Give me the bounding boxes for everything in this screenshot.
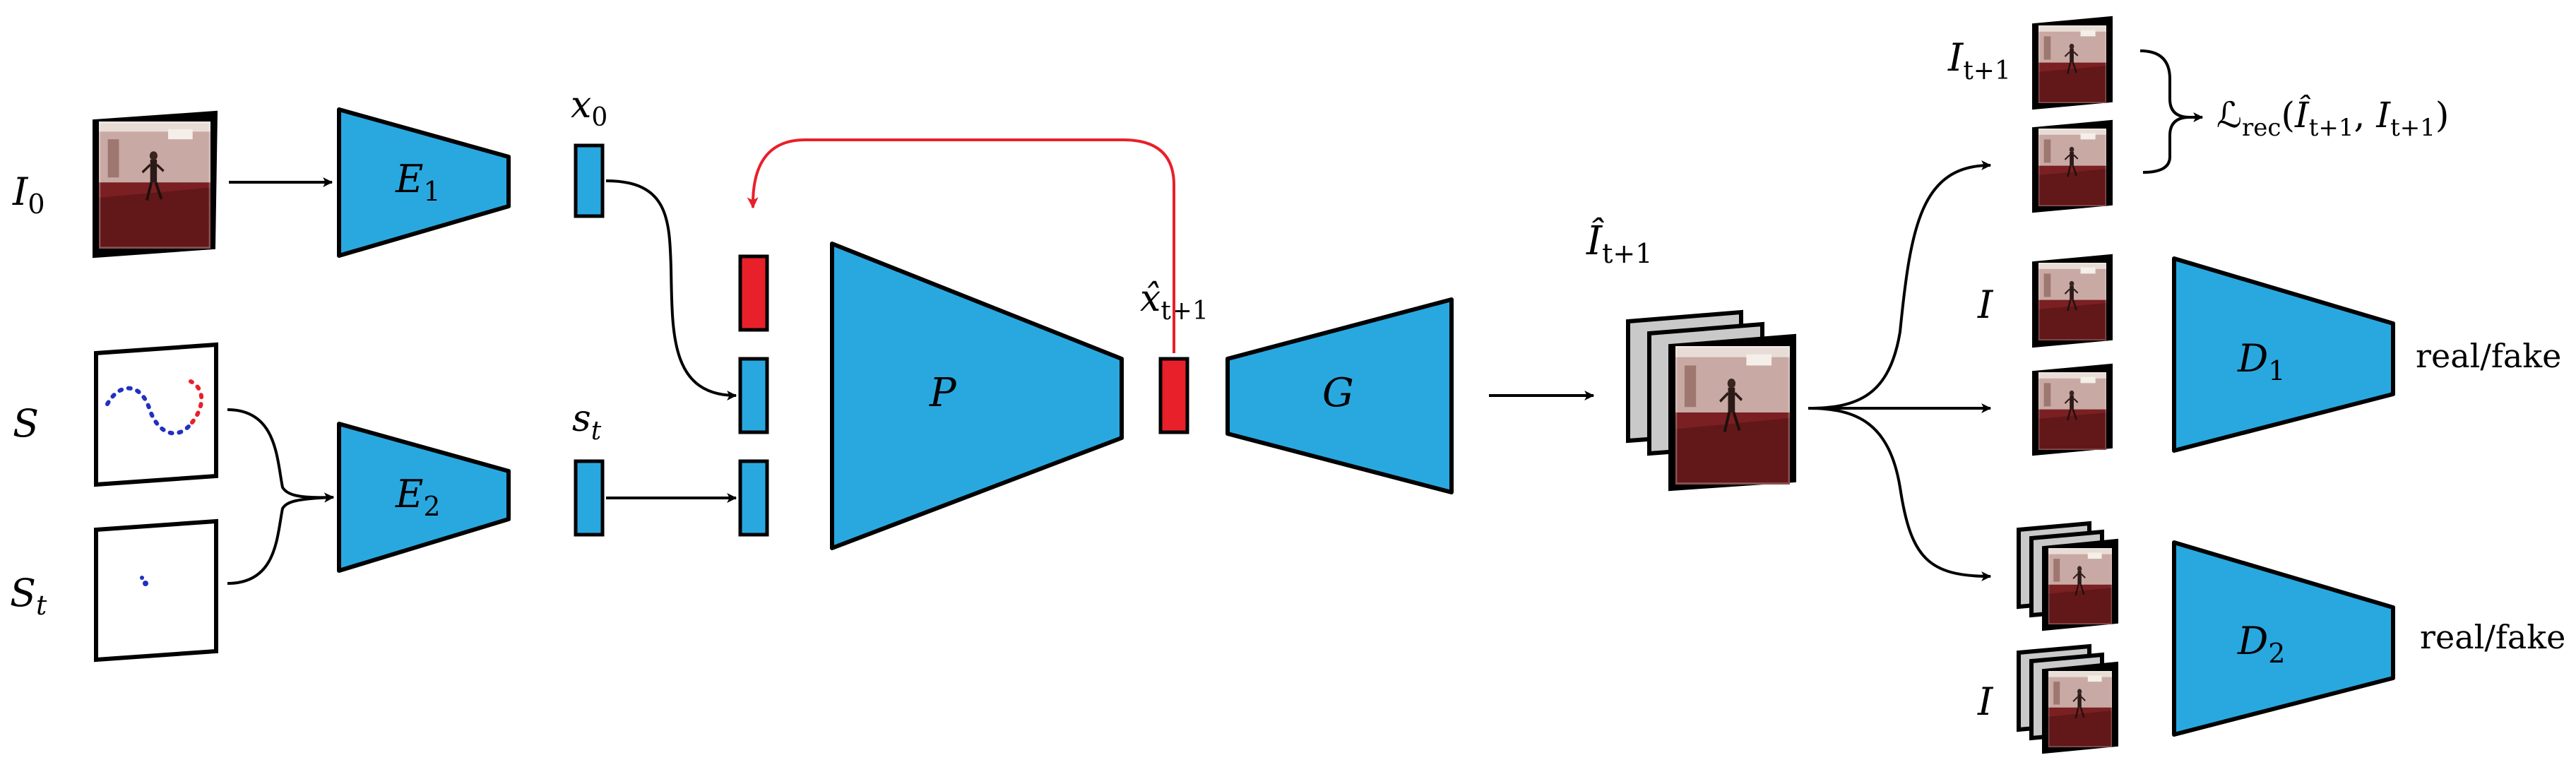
discriminator-d2-block bbox=[2172, 540, 2395, 737]
predicted-code-label: x̂t+1 bbox=[1140, 278, 1209, 326]
generated-frame-recon bbox=[2032, 119, 2113, 213]
target-frame-label: It+1 bbox=[1947, 35, 2011, 85]
latent-x0-label: x0 bbox=[571, 84, 607, 132]
latent-st-label: st bbox=[572, 398, 602, 446]
feedback-arrow bbox=[747, 138, 1175, 353]
connection-arrows bbox=[227, 138, 1992, 585]
encoder-e2-block bbox=[337, 422, 511, 573]
discriminator-d1-label: D1 bbox=[2237, 336, 2285, 386]
predictor-input-code-red bbox=[738, 254, 769, 332]
trajectory-label: S bbox=[13, 401, 39, 446]
point-card bbox=[94, 518, 218, 663]
discriminator-d2-label: D2 bbox=[2237, 619, 2285, 669]
output-label: Ît+1 bbox=[1586, 217, 1652, 269]
latent-x0 bbox=[574, 143, 605, 218]
d2-real-stack bbox=[2017, 643, 2118, 754]
d1-real-label: I bbox=[1977, 283, 1994, 327]
trajectory-red-dots bbox=[189, 379, 204, 424]
d1-output-label: real/fake bbox=[2416, 337, 2561, 375]
predictor-label: P bbox=[929, 370, 957, 416]
predicted-code-xhat bbox=[1158, 357, 1189, 434]
output-frame-stack bbox=[1626, 309, 1796, 492]
encoder-e2-label: E2 bbox=[395, 472, 441, 522]
point-label: St bbox=[10, 571, 47, 621]
input-image-label: I0 bbox=[12, 170, 45, 220]
reconstruction-loss: ℒrec(Ît+1, It+1) bbox=[2216, 94, 2449, 142]
generator-label: G bbox=[1322, 370, 1354, 416]
trajectory-blue-dots bbox=[105, 386, 194, 436]
trajectory-card bbox=[94, 342, 218, 487]
predictor-block bbox=[830, 242, 1124, 550]
d2-output-label: real/fake bbox=[2420, 618, 2565, 656]
generator-block bbox=[1225, 297, 1454, 494]
encoder-e1-block bbox=[337, 107, 511, 258]
predictor-input-code-st bbox=[738, 459, 769, 537]
d1-generated-frame bbox=[2032, 363, 2113, 456]
d2-real-label: I bbox=[1977, 679, 1994, 724]
discriminator-d1-block bbox=[2172, 256, 2395, 453]
d2-generated-stack bbox=[2017, 521, 2118, 631]
predictor-input-code-x0 bbox=[738, 357, 769, 434]
loss-brace bbox=[2139, 49, 2190, 174]
input-image-i0 bbox=[93, 110, 218, 259]
point-dot bbox=[143, 581, 148, 586]
target-frame-top bbox=[2032, 16, 2113, 110]
encoder-e1-label: E1 bbox=[395, 157, 441, 207]
d1-real-frame bbox=[2032, 254, 2113, 348]
latent-st bbox=[574, 459, 605, 537]
